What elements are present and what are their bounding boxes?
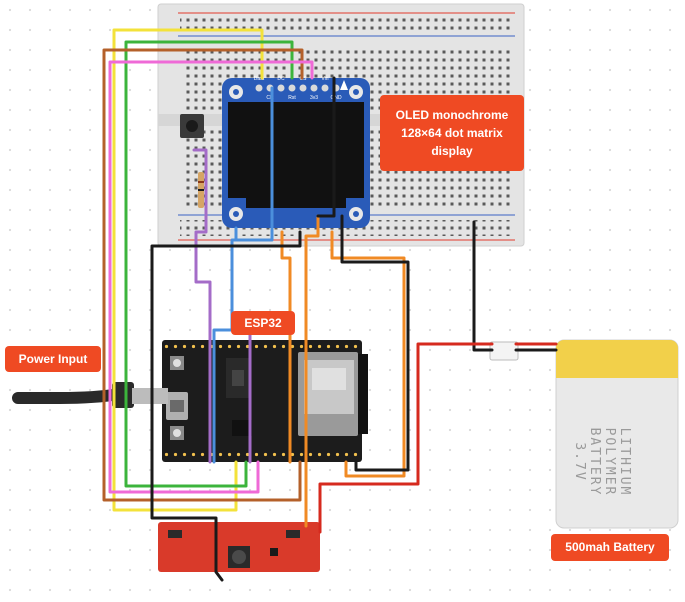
oled-label: OLED monochrome 128×64 dot matrix displa… [380, 95, 524, 171]
oled-pin-label: DC [277, 76, 285, 82]
oled-pin-label: Data [254, 76, 265, 82]
oled-pin-label: 3v3 [310, 95, 318, 101]
oled-pin-label: GND [330, 95, 342, 101]
lipo-battery [555, 339, 679, 529]
battery-label: 500mah Battery [551, 534, 669, 561]
battery-print-line: 3.7V [572, 442, 587, 482]
battery-print: LITHIUM POLYMER BATTERY 3.7V [572, 392, 632, 532]
battery-print-line: BATTERY [587, 427, 602, 497]
oled-pin-label: Clk [266, 95, 274, 101]
oled-pin-label: Vin [321, 76, 328, 82]
antenna [358, 354, 368, 434]
oled-pin-label: CS [300, 76, 308, 82]
esp32-board [162, 340, 368, 462]
oled-pin-label: Rst [288, 95, 296, 101]
esp32-label: ESP32 [231, 311, 295, 335]
charger-boost-module [158, 522, 320, 572]
battery-connector [489, 341, 519, 361]
battery-print-line: POLYMER [602, 427, 617, 497]
oled-screen [228, 102, 364, 198]
oled-display-module: Data Clk DC Rst CS 3v3 Vin GND [222, 76, 370, 228]
power-input-label: Power Input [5, 346, 101, 372]
wires [102, 28, 558, 582]
battery-print-line: LITHIUM [617, 427, 632, 497]
